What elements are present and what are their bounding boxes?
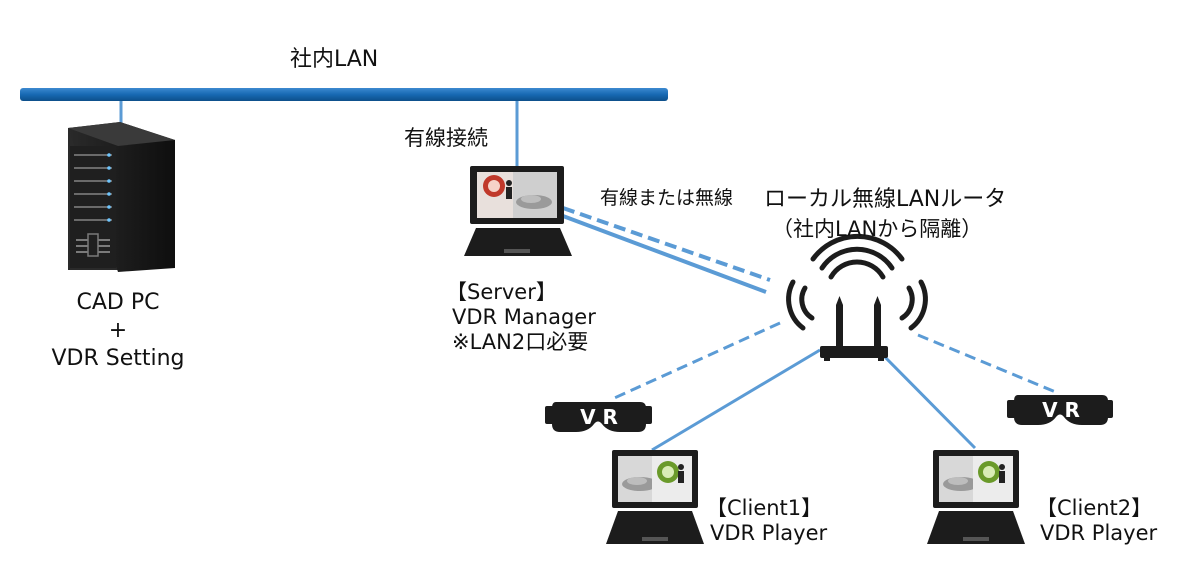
lan-bus — [20, 88, 668, 101]
client2-role-label: 【Client2】 — [1036, 496, 1153, 520]
server-role-label: 【Server】 — [446, 280, 557, 304]
router-isolation-note: （社内LANから隔離） — [772, 217, 983, 241]
vdr-setting-label: VDR Setting — [51, 346, 185, 371]
client2-app-label: VDR Player — [1040, 521, 1158, 545]
cad-pc-plus: + — [108, 318, 128, 343]
server-router-wireless-link — [562, 206, 771, 282]
router-vr2-link — [917, 333, 1059, 395]
client1-app-label: VDR Player — [710, 521, 828, 545]
cad-pc-label: CAD PC — [76, 290, 160, 315]
client1-role-label: 【Client1】 — [706, 496, 823, 520]
vr-headset-icon: V R — [1007, 395, 1113, 425]
server-app-label: VDR Manager — [452, 305, 596, 329]
router-title: ローカル無線LANルータ — [764, 187, 1007, 212]
router-vr1-link — [609, 321, 781, 402]
wired-or-wireless-label: 有線または無線 — [600, 187, 734, 209]
client1-laptop-icon — [606, 450, 704, 544]
router-client1-link — [651, 348, 821, 452]
server-router-wired-link — [562, 214, 767, 294]
vr2-headset-text: V R — [1042, 398, 1080, 422]
server-note-label: ※LAN2口必要 — [452, 330, 589, 354]
vr1-headset-text: V R — [580, 405, 618, 429]
router-client2-link — [878, 350, 977, 450]
server-tower-icon — [68, 122, 175, 272]
server-laptop-icon — [464, 166, 572, 256]
wireless-router-icon — [820, 296, 888, 361]
wired-connection-label: 有線接続 — [404, 126, 488, 150]
lan-label: 社内LAN — [290, 47, 379, 72]
vr-headset-icon: V R — [545, 402, 652, 432]
wifi-signal-icon — [786, 233, 928, 331]
client2-laptop-icon — [927, 450, 1025, 544]
